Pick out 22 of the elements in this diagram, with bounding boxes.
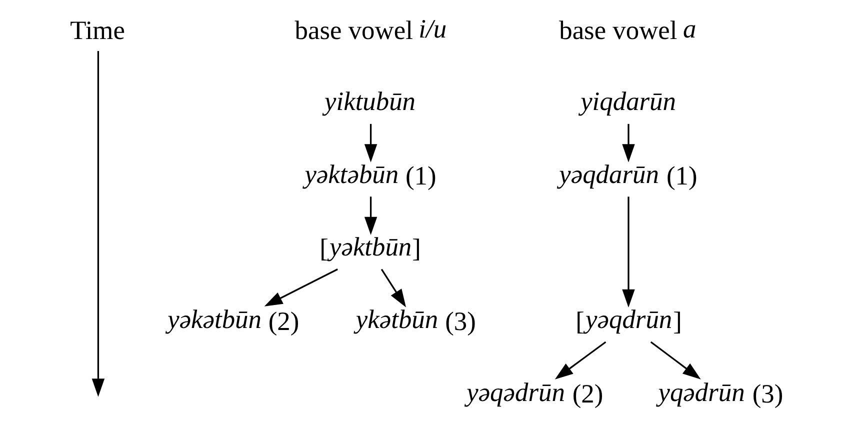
- arrow: [380, 268, 406, 308]
- node-text: yiktubūn: [324, 86, 416, 116]
- arrow: [554, 341, 606, 380]
- arrow: [622, 196, 635, 308]
- arrow: [622, 124, 635, 162]
- label: base vowel i/u: [294, 13, 447, 46]
- node-text: Time: [70, 15, 125, 46]
- node-text: yəkətbūn (2): [168, 304, 300, 336]
- label: base vowel a: [559, 13, 696, 46]
- node-text: yəqdarūn (1): [559, 158, 698, 190]
- node-text: yiqdarūn: [580, 86, 676, 116]
- node-text: ykətbūn (3): [356, 304, 476, 336]
- node-text: [yəqdrūn]: [576, 304, 682, 336]
- node-text: [yəktbūn]: [320, 231, 421, 264]
- node-text: yəqədrūn (2): [466, 376, 604, 408]
- arrow: [364, 196, 378, 236]
- arrow: [650, 341, 701, 380]
- node-text: yəktəbūn (1): [304, 158, 436, 190]
- arrow: [264, 268, 338, 306]
- arrow: [364, 124, 378, 162]
- arrow: [92, 51, 105, 397]
- node-text: yqədrūn (3): [658, 376, 784, 408]
